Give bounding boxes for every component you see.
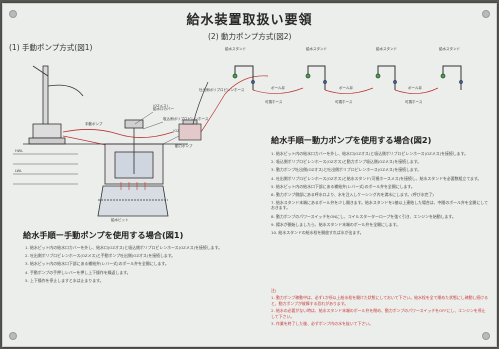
label-stand-3: 給水スタンド bbox=[376, 47, 397, 51]
power-step-2: 2. 吸込側ポリプロピレンホース(OZオス)と動力ポンプ吸込側(OZメス)を接続… bbox=[271, 159, 422, 165]
power-pump-heading: 給水手順ー動力ポンプを使用する場合(図2) bbox=[271, 135, 432, 145]
label-power-pump: 動力ポンプ bbox=[175, 144, 193, 148]
power-step-8: 8. 動力ポンプのパワースイッチをONにし、コイルスターターロープを強く引き、エ… bbox=[271, 213, 456, 219]
manual-step-2: 2. 吐出側ポリプロピレンホース(OZメス)と手動ポンプ吐出側(OZオス)を接続… bbox=[25, 253, 176, 259]
label-hose-1: 可撓ホース bbox=[265, 100, 283, 104]
power-pump-notes: 注) 1. 動力ポンプ稼動中は、必ず1か所以上給水栓を開けた状態にしておいて下さ… bbox=[271, 288, 489, 328]
label-valve-3: ボール弁 bbox=[408, 86, 422, 90]
label-stand-2: 給水スタンド bbox=[306, 47, 327, 51]
label-stand-4: 給水スタンド bbox=[439, 47, 460, 51]
note-1: 1. 動力ポンプ稼動中は、必ず1か所以上給水栓を開けた状態にしておいて下さい。給… bbox=[271, 295, 489, 306]
label-valve-2: ボール弁 bbox=[339, 86, 353, 90]
manual-step-4: 4. 手動ポンプの手押しレバーを押し上下操作を繰返します。 bbox=[25, 269, 131, 275]
power-step-4: 4. 吐出側ポリプロピレンホース(OZオス)と給水スタンド(可撓ホースメス)を接… bbox=[271, 175, 482, 181]
label-lwl: LWL bbox=[15, 169, 23, 173]
page-title: 給水装置取扱い要領 bbox=[186, 13, 313, 28]
note-3: 3. 作業を終了した後、必ずポンプ内の水を抜いて下さい。 bbox=[271, 321, 373, 327]
label-hose-3: 可撓ホース bbox=[405, 100, 423, 104]
power-step-6: 6. 動力ポンプ側部にある呼水口より、水を注入しケーシング内を満水にします。(呼… bbox=[271, 192, 434, 198]
power-step-7: 7. 給水スタンド末端にあるボール弁を少し開きます。給水スタンドを2基以上連結し… bbox=[271, 200, 489, 211]
label-pit: 給水ピット bbox=[111, 218, 129, 222]
power-step-10: 10. 給水スタンドの給水栓を開放すれば水が出ます。 bbox=[271, 230, 364, 236]
power-pump-steps: 1. 給水ピット内の給水口カバーを外し、給水口(OZオス)と吸込側ポリプロピレン… bbox=[271, 151, 489, 238]
screw-bottom-left bbox=[9, 332, 17, 340]
power-step-5: 5. 給水ピット内の給水口下部にある補給弁(レバー式)のボール弁を全開にします。 bbox=[271, 183, 415, 189]
label-discharge-hose: 吐出側ポリプロピレンホース bbox=[199, 88, 245, 92]
power-pump-diagram bbox=[178, 65, 463, 141]
screw-top-left bbox=[9, 10, 17, 18]
manual-step-5: 5. 上下操作を停止しますと水は止まります。 bbox=[25, 277, 104, 283]
label-stand-1: 給水スタンド bbox=[225, 47, 246, 51]
instruction-board: 給水装置取扱い要領 (1) 手動ポンプ方式(図1) (2) 動力ポンプ方式(図2… bbox=[2, 3, 497, 347]
section2-heading: (2) 動力ポンプ方式(図2) bbox=[208, 32, 292, 41]
screw-top-right bbox=[482, 10, 490, 18]
label-manual-pump: 手動ポンプ bbox=[85, 122, 103, 126]
label-oz-female-1: (OZメス) bbox=[153, 104, 168, 108]
power-step-9: 9. 揚水が開始しましたら、給水スタンド末端のボール弁を全開にします。 bbox=[271, 221, 401, 227]
manual-pump-steps: 1. 給水ピット内の給水口カバーを外し、給水口(OZオス)と吸込側ポリプロピレン… bbox=[25, 245, 247, 286]
manual-step-3: 3. 給水ピット内の給水口下部にある補給弁(レバー式)のボール弁を全開にします。 bbox=[25, 261, 169, 267]
label-suction-hose: 吸込側ポリプロピレンホース bbox=[163, 117, 209, 121]
notes-label: 注) bbox=[271, 288, 277, 293]
label-valve-1: ボール弁 bbox=[271, 86, 285, 90]
section1-heading: (1) 手動ポンプ方式(図1) bbox=[9, 43, 93, 52]
label-hwl: HWL bbox=[15, 149, 24, 153]
manual-step-1: 1. 給水ピット内の給水口カバーを外し、給水口(OZオス)と吸込側ポリプロピレン… bbox=[25, 245, 222, 250]
power-step-1: 1. 給水ピット内の給水口カバーを外し、給水口(OZオス)と吸込側ポリプロピレン… bbox=[271, 151, 468, 156]
note-2: 2. 給水の必要がない時は、給水スタンド末端のボール弁を閉め、動力ポンプのパワー… bbox=[271, 308, 486, 319]
manual-pump-diagram bbox=[13, 65, 188, 217]
power-step-3: 3. 動力ポンプ吐出側(OZオス)と吐出側ポリプロピレンホース(OZメス)を接続… bbox=[271, 167, 422, 173]
label-hose-2: 可撓ホース bbox=[335, 100, 353, 104]
manual-pump-heading: 給水手順ー手動ポンプを使用する場合(図1) bbox=[23, 230, 184, 240]
label-cap: 給水口カバー bbox=[153, 107, 174, 111]
screw-bottom-right bbox=[482, 332, 490, 340]
